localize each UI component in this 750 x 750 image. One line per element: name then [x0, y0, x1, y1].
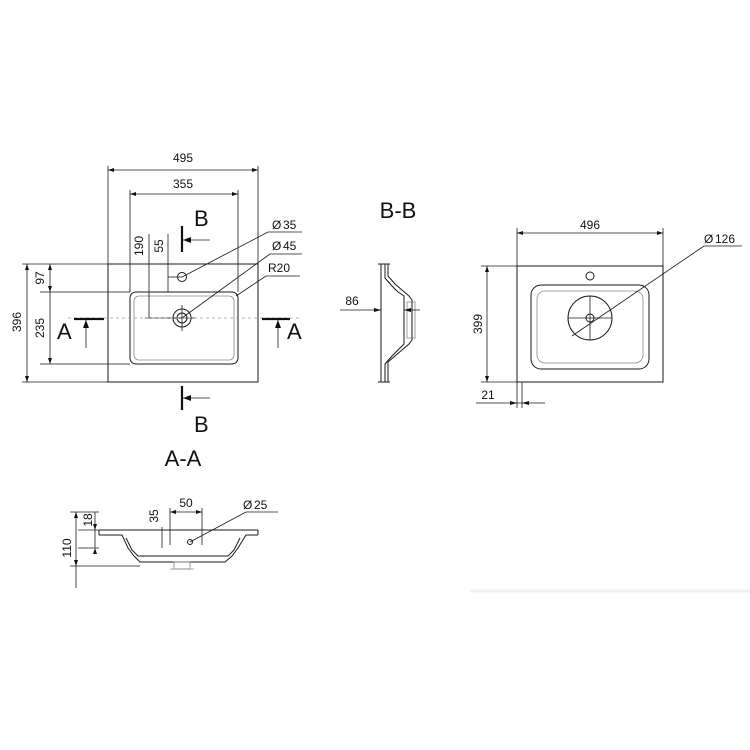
right-view-faucet-hole — [585, 271, 595, 281]
top-view-outline — [107, 263, 259, 383]
dim-190: 190 — [132, 236, 146, 256]
section-bb-profile-outer — [380, 264, 405, 382]
top-view: 495 355 396 97 235 190 55 Ø — [10, 151, 302, 471]
top-view-bowl-inner — [133, 295, 235, 361]
dim-396: 396 — [10, 312, 24, 332]
section-aa-drain — [173, 561, 191, 570]
section-bb-drain — [406, 301, 416, 339]
dim-235: 235 — [33, 318, 47, 338]
dim-18: 18 — [81, 513, 95, 527]
section-mark-a-left: A — [57, 319, 72, 344]
section-title-bb: B-B — [380, 198, 417, 223]
right-view-outline — [516, 265, 664, 383]
dim-97: 97 — [33, 271, 47, 285]
section-aa-faucet-hole — [187, 539, 193, 545]
section-mark-b-top: B — [194, 206, 209, 231]
section-aa-profile-inner — [125, 537, 241, 557]
dim-hole-45: 45 — [283, 239, 297, 253]
diameter-symbol-45: Ø — [272, 239, 281, 253]
dim-35-aa: 35 — [147, 509, 161, 523]
right-view-bowl-inner — [536, 290, 644, 364]
section-aa-view: 50 35 Ø 25 18 110 — [60, 496, 278, 588]
dim-496: 496 — [580, 218, 600, 232]
section-mark-b-bottom: B — [194, 412, 209, 437]
section-bb-profile-inner — [387, 264, 413, 382]
top-view-bowl — [129, 291, 239, 365]
section-bb-view: B-B 86 — [340, 198, 420, 383]
dim-21: 21 — [481, 388, 495, 402]
dim-495: 495 — [173, 151, 193, 165]
right-view-bowl — [530, 284, 650, 370]
diameter-symbol-126: Ø — [704, 232, 713, 246]
diameter-symbol-35: Ø — [272, 218, 281, 232]
section-mark-a-right: A — [287, 319, 302, 344]
dim-hole-25: 25 — [254, 498, 268, 512]
dim-399: 399 — [471, 314, 485, 334]
diameter-symbol-25: Ø — [243, 498, 252, 512]
dim-55: 55 — [152, 239, 166, 253]
section-title-aa: A-A — [165, 446, 202, 471]
dim-110: 110 — [60, 538, 74, 557]
dim-86: 86 — [345, 294, 359, 308]
right-top-view: 496 399 Ø 126 21 — [471, 218, 742, 408]
dim-355: 355 — [173, 177, 193, 191]
section-aa-profile-outer — [99, 529, 258, 563]
dim-50: 50 — [179, 496, 193, 510]
dim-drain-126: 126 — [715, 232, 735, 246]
dim-r20: R20 — [268, 261, 290, 275]
dim-hole-35: 35 — [283, 218, 297, 232]
